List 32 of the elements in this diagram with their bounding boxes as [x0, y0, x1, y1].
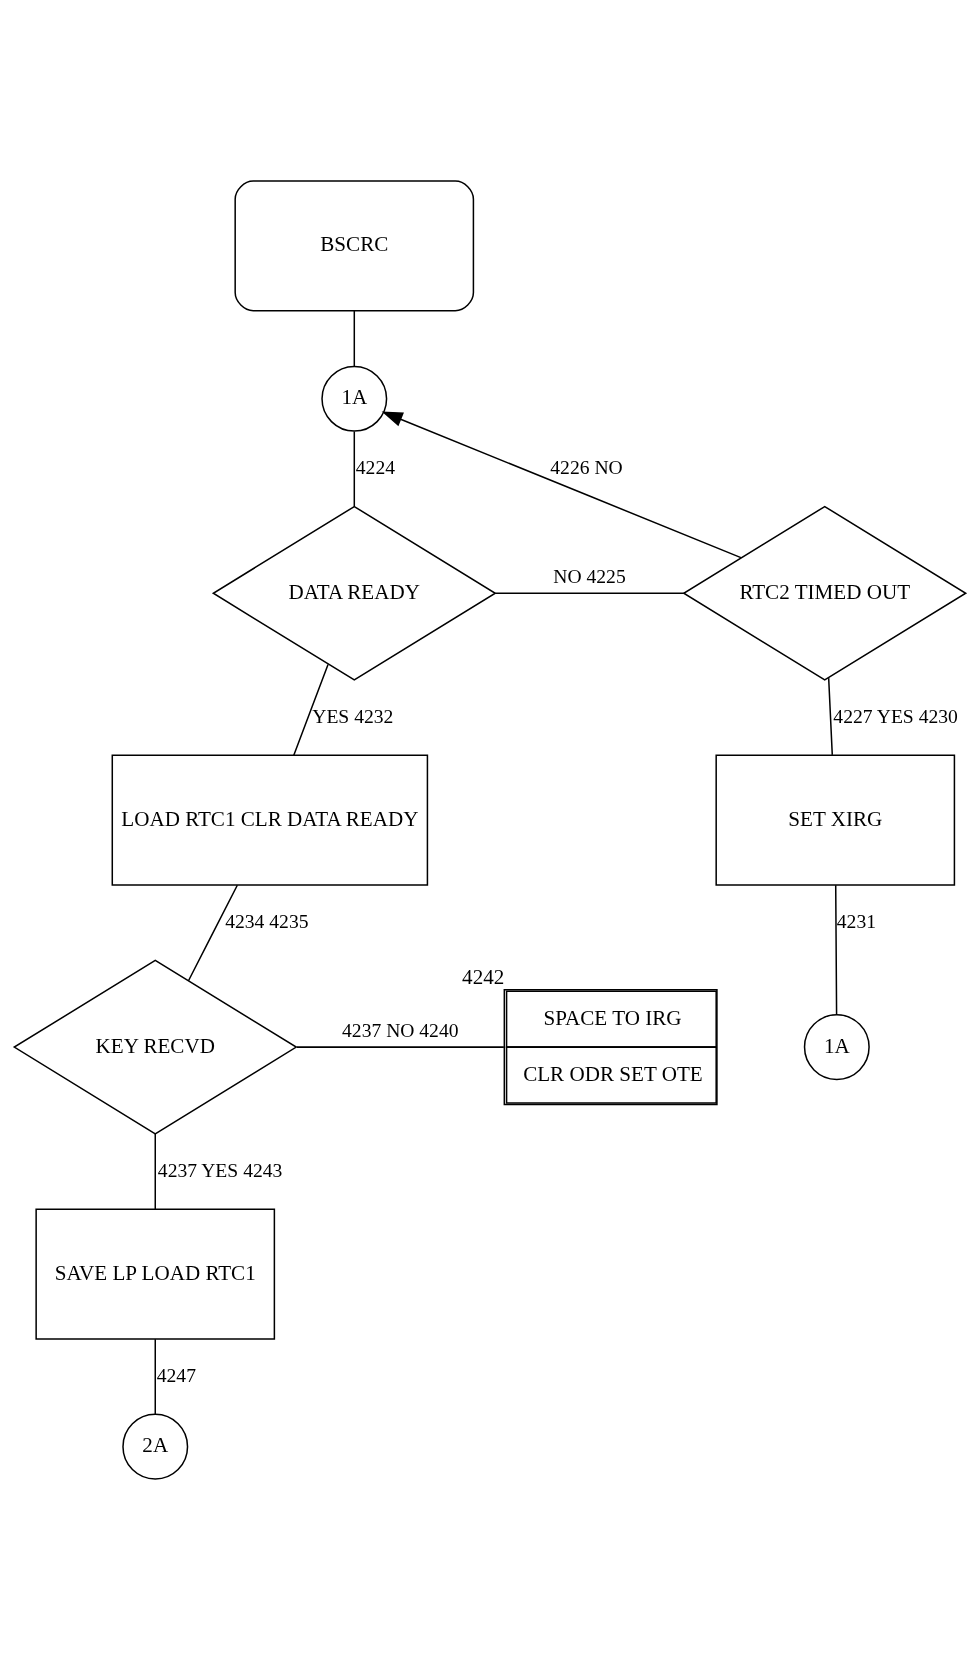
- edge-label: 4227 YES 4230: [833, 705, 958, 727]
- node-box: SET XIRG: [715, 754, 956, 886]
- connector: [353, 310, 356, 368]
- edge-label: NO 4225: [553, 566, 626, 588]
- node-label: 4242: [462, 965, 505, 990]
- node-diamond: RTC2 TIMED OUT: [682, 505, 968, 681]
- edge-label: 4237 NO 4240: [342, 1020, 459, 1042]
- node-box: SAVE LP LOAD RTC1: [35, 1208, 276, 1340]
- node-diamond: DATA READY: [211, 505, 497, 681]
- arrow: [381, 411, 742, 559]
- connector: [154, 1133, 156, 1210]
- connector: [834, 884, 838, 1015]
- node-circle: 1A: [803, 1014, 870, 1081]
- node-box: BSCRC: [234, 180, 475, 312]
- connector: [494, 592, 685, 594]
- edge-label: YES 4232: [312, 705, 394, 727]
- node-circle: 1A: [321, 365, 388, 432]
- connector: [187, 884, 239, 982]
- connector: [154, 1338, 156, 1415]
- edge-label: 4237 YES 4243: [157, 1159, 283, 1181]
- edge-label: 4234 4235: [225, 910, 309, 932]
- connector: [827, 677, 834, 756]
- connector: [296, 1046, 505, 1048]
- node-diamond: KEY RECVD: [12, 959, 298, 1135]
- edge-label: 4247: [156, 1364, 196, 1386]
- connector: [293, 663, 329, 756]
- edge-label: 4226 NO: [550, 456, 623, 478]
- connector: [353, 430, 356, 508]
- edge-label: 4231: [836, 910, 876, 932]
- node-circle: 2A: [122, 1413, 189, 1480]
- node-box: LOAD RTC1 CLR DATA READY: [111, 754, 429, 886]
- edge-label: 4224: [355, 456, 395, 478]
